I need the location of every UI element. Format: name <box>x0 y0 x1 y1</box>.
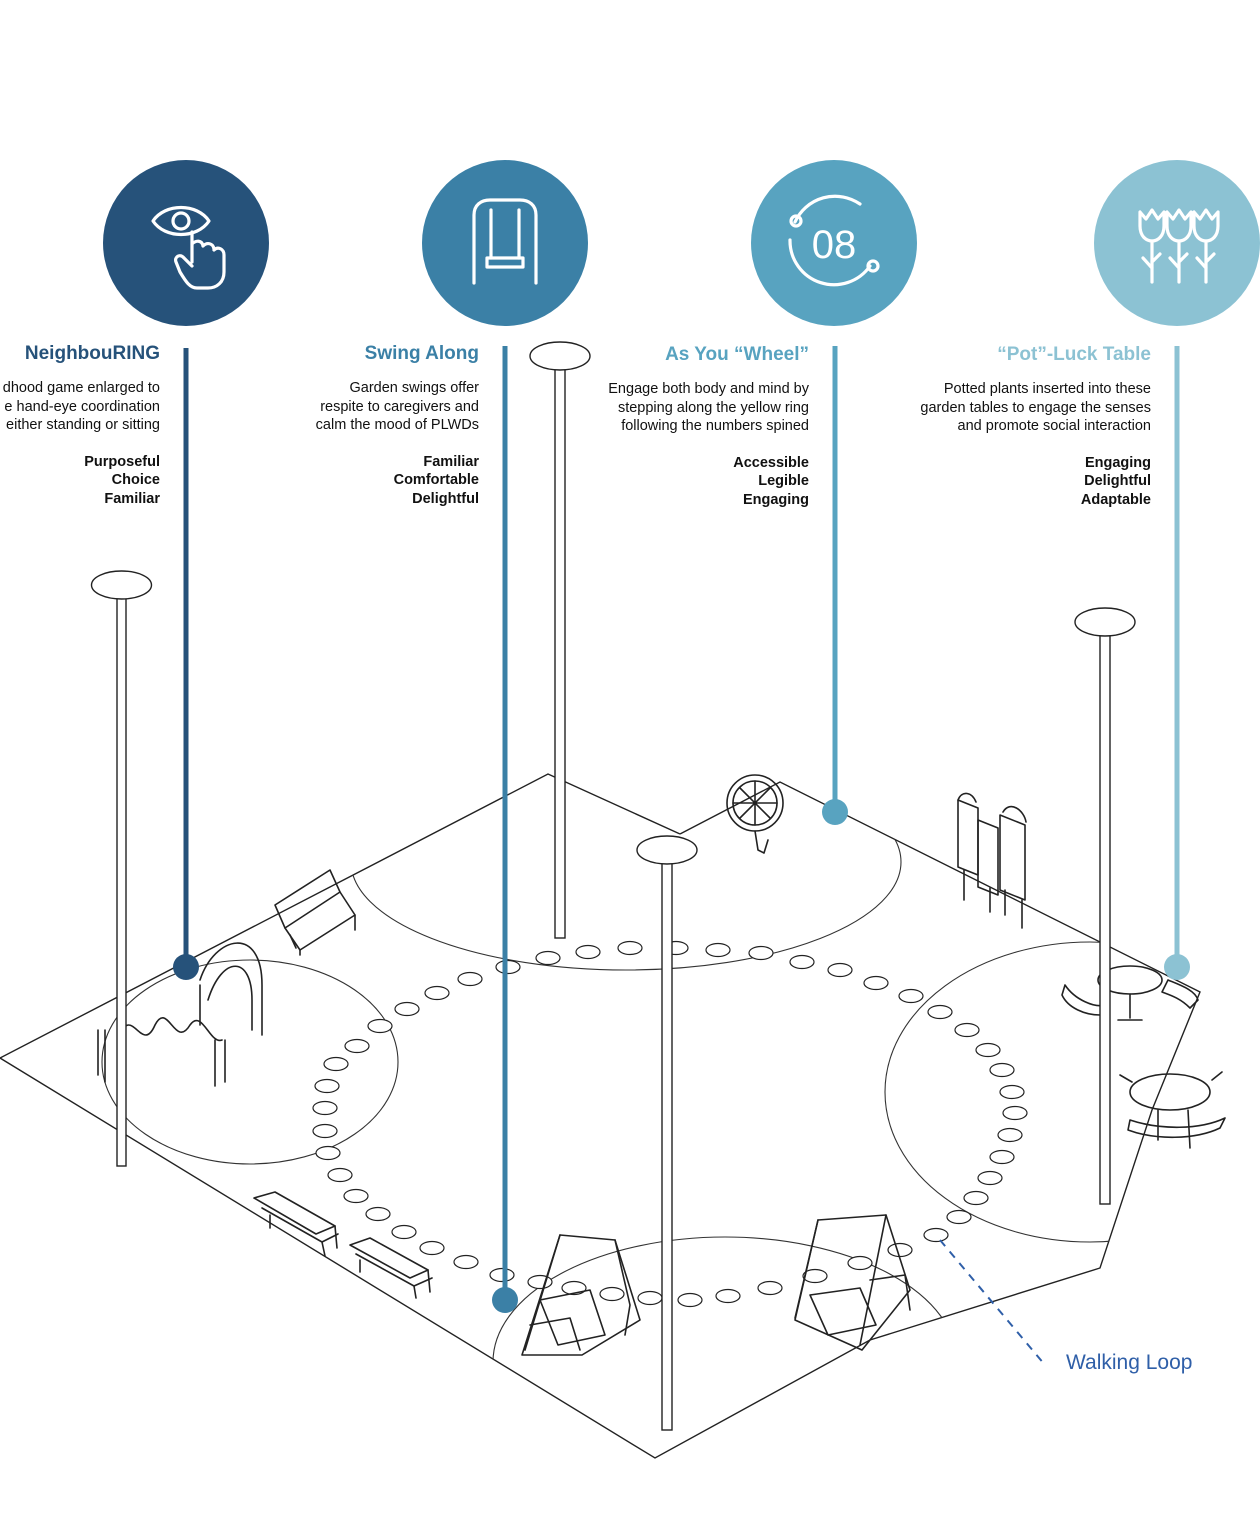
feature-title: As You “Wheel” <box>665 344 809 365</box>
stepping-stone <box>989 1062 1015 1078</box>
bench-bottom-left-2 <box>349 1237 433 1299</box>
stepping-stone <box>453 1254 479 1270</box>
feature-swing-along: Swing Along Garden swings offer respite … <box>149 343 479 508</box>
stepping-stone <box>419 1240 445 1256</box>
feature-values: Familiar Comfortable Delightful <box>393 453 479 507</box>
icon-circle-wheel <box>751 160 917 326</box>
stepping-stone <box>495 959 521 975</box>
stepping-stone <box>677 1292 703 1308</box>
feature-description: Potted plants inserted into these garden… <box>920 381 1151 434</box>
light-poles <box>90 341 1136 1431</box>
stepping-stone <box>827 962 853 978</box>
feature-description: Garden swings offer respite to caregiver… <box>315 380 479 433</box>
stepping-stone <box>314 1078 340 1094</box>
stepping-stone <box>898 988 924 1004</box>
feature-wheel: As You “Wheel” Engage both body and mind… <box>479 344 809 509</box>
stepping-stone <box>535 950 561 966</box>
stepping-stone <box>923 1227 949 1243</box>
stepping-stone <box>802 1268 828 1284</box>
stepping-stone <box>705 942 731 958</box>
wheel-number: 08 <box>812 223 857 267</box>
stepping-stone <box>946 1209 972 1225</box>
stepping-stone <box>599 1286 625 1302</box>
swing-icon <box>472 198 538 285</box>
eye-hand-pointer-icon <box>151 206 226 290</box>
bench-bottom-left-1 <box>253 1191 339 1257</box>
feature-icon-circles <box>103 160 1260 326</box>
stepping-stone <box>977 1170 1003 1186</box>
feature-description: dhood game enlarged to e hand-eye coordi… <box>2 380 160 433</box>
stepping-stone <box>344 1038 370 1054</box>
bench-top-left <box>274 869 356 956</box>
stepping-stone <box>997 1127 1023 1143</box>
play-equipment <box>97 774 1226 1356</box>
feature-neighbouring: NeighbouRING dhood game enlarged to e ha… <box>0 343 160 508</box>
walking-loop-leader <box>939 1239 1046 1366</box>
stepping-stone <box>789 954 815 970</box>
feature-values: Purposeful Choice Familiar <box>84 453 160 507</box>
stepping-stone <box>975 1042 1001 1058</box>
stepping-stone <box>617 940 643 956</box>
flowers-icon <box>1138 208 1220 284</box>
pin-swing-along <box>492 1287 518 1313</box>
light-pole-1 <box>90 570 153 1167</box>
feature-title: “Pot”-Luck Table <box>997 344 1151 365</box>
stepping-stone <box>424 985 450 1001</box>
stepping-stone <box>887 1242 913 1258</box>
walking-loop-label: Walking Loop <box>1066 1351 1193 1374</box>
activity-panels <box>957 792 1027 929</box>
stepping-stone <box>863 975 889 991</box>
stepping-stone <box>527 1274 553 1290</box>
sensory-wheel <box>726 774 784 854</box>
pin-potluck-table <box>1164 954 1190 980</box>
stepping-stone <box>343 1188 369 1204</box>
stepping-stone <box>954 1022 980 1038</box>
stepping-stone <box>489 1267 515 1283</box>
feature-values: Engaging Delightful Adaptable <box>1080 454 1151 508</box>
stepping-stone <box>757 1280 783 1296</box>
walking-loop-stones <box>312 940 1028 1308</box>
number-wheel-icon: 08 <box>788 194 880 287</box>
stepping-stone <box>575 944 601 960</box>
stepping-stone <box>327 1167 353 1183</box>
stepping-stone <box>963 1190 989 1206</box>
feature-leaders <box>173 346 1190 1313</box>
stepping-stone <box>367 1018 393 1034</box>
feature-values: Accessible Legible Engaging <box>733 454 809 508</box>
stepping-stone <box>312 1123 338 1139</box>
icon-circle-potluck-table <box>1094 160 1260 326</box>
potluck-table-2 <box>1119 1071 1226 1149</box>
feature-description: Engage both body and mind by stepping al… <box>608 381 809 434</box>
stepping-stone <box>1002 1105 1028 1121</box>
wave-bar <box>97 942 263 1087</box>
light-pole-2 <box>529 341 591 939</box>
light-pole-4 <box>1074 607 1136 1205</box>
feature-potluck-table: “Pot”-Luck Table Potted plants inserted … <box>821 344 1151 509</box>
swing-frame-left <box>521 1234 641 1356</box>
stepping-stone <box>365 1206 391 1222</box>
zone-circles <box>101 774 1200 1458</box>
stepping-stone <box>999 1084 1025 1100</box>
stepping-stone <box>927 1004 953 1020</box>
pin-wheel <box>822 799 848 825</box>
stepping-stone <box>748 945 774 961</box>
swing-frame-right <box>794 1214 911 1351</box>
pin-neighbouring <box>173 954 199 980</box>
stepping-stone <box>637 1290 663 1306</box>
stepping-stone <box>315 1145 341 1161</box>
stepping-stone <box>394 1001 420 1017</box>
icon-circle-neighbouring <box>103 160 269 326</box>
light-pole-3 <box>636 835 698 1431</box>
stepping-stone <box>312 1100 338 1116</box>
stepping-stone <box>847 1255 873 1271</box>
icon-circle-swing-along <box>422 160 588 326</box>
stepping-stone <box>457 971 483 987</box>
stepping-stone <box>323 1056 349 1072</box>
stepping-stone <box>715 1288 741 1304</box>
feature-title: NeighbouRING <box>24 343 160 364</box>
feature-title: Swing Along <box>364 343 479 364</box>
stepping-stone <box>989 1149 1015 1165</box>
stepping-stone <box>391 1224 417 1240</box>
